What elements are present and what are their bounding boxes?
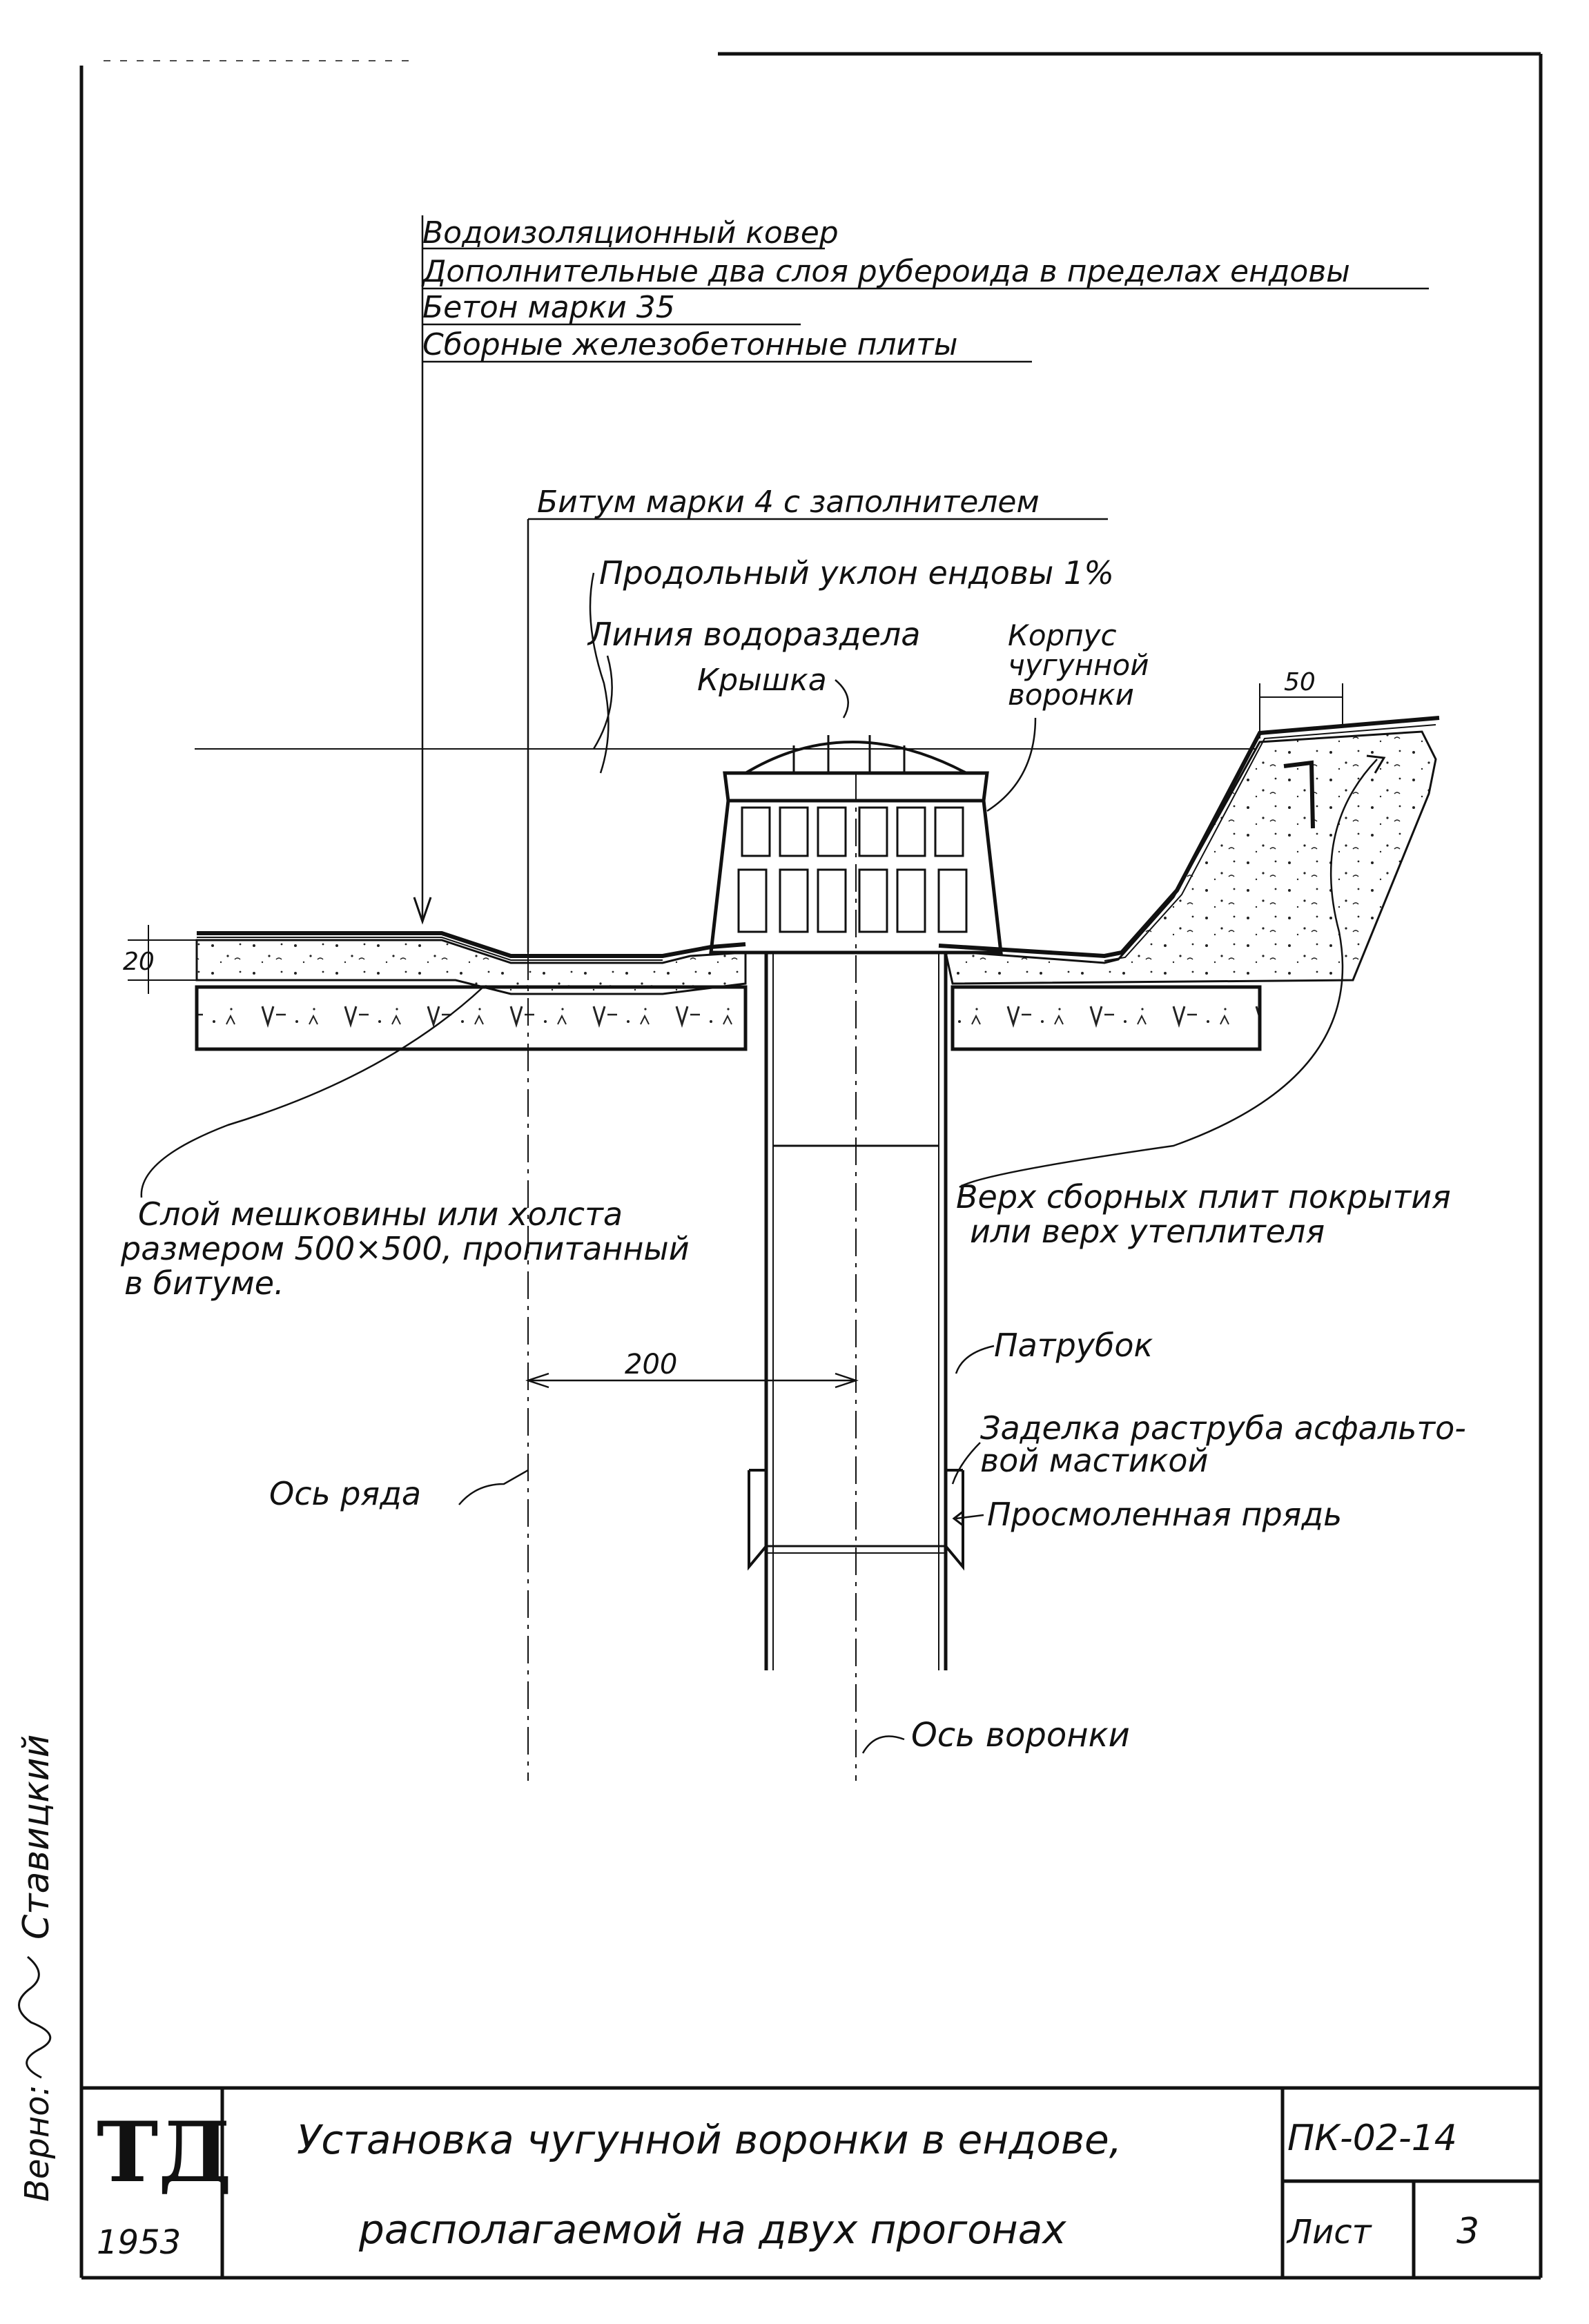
lid-label: Крышка: [697, 663, 827, 698]
dimension-thickness-value: 20: [123, 948, 155, 976]
signature-verified: Верно:: [18, 2084, 57, 2202]
oakum-label: Просмоленная прядь: [987, 1496, 1342, 1533]
funnel-grating: [709, 735, 1003, 955]
title-line-1: Установка чугунной воронки в ендове,: [297, 2116, 1122, 2163]
slope-leader: [589, 572, 610, 774]
layer-label-concrete: Бетон марки 35: [422, 290, 675, 325]
drawing-frame: [79, 52, 1543, 2280]
title-block: [81, 2086, 1541, 2278]
body-label-line2: чугунной: [1008, 648, 1149, 682]
precast-slab-right: [951, 985, 1262, 1051]
insulation-edge: [1283, 760, 1315, 829]
body-label-line1: Корпус: [1008, 618, 1117, 652]
precast-slab-left: [195, 985, 748, 1051]
lid-leader: [835, 679, 849, 719]
funnel-axis-label: Ось воронки: [911, 1716, 1130, 1755]
concrete-layer-right: [944, 730, 1437, 985]
dimension-flange: [1259, 683, 1343, 739]
socket-seal-label-line1: Заделка раструба асфальто-: [980, 1409, 1466, 1447]
pipe-label: Патрубок: [994, 1327, 1153, 1364]
dimension-offset: [525, 1372, 859, 1389]
signature-name: Ставицкий: [16, 1735, 57, 1940]
layer-label-precast-slabs: Сборные железобетонные плиты: [422, 327, 957, 362]
layer-label-waterproofing: Водоизоляционный ковер: [422, 215, 839, 251]
bitumen-label: Битум марки 4 с заполнителем: [537, 485, 1040, 520]
membrane-left: [197, 931, 746, 958]
watershed-label: Линия водораздела: [587, 616, 921, 653]
socket-seal-label-line2: вой мастикой: [980, 1442, 1208, 1479]
body-label-line3: воронки: [1008, 678, 1134, 712]
row-axis-label: Ось ряда: [269, 1475, 421, 1512]
title-block-logo: ТД: [97, 2104, 232, 2201]
dimension-thickness: [128, 925, 197, 994]
dimension-flange-value: 50: [1284, 668, 1316, 696]
layer-callout-lines: [413, 215, 1429, 925]
title-block-sheet-number: 3: [1456, 2211, 1479, 2252]
signature-scribble: [18, 1955, 52, 2079]
title-block-sheet-label: Лист: [1286, 2213, 1373, 2252]
signature: Верно: Ставицкий: [16, 1735, 57, 2202]
slab-top-label-line1: Верх сборных плит покрытия: [956, 1178, 1451, 1215]
slab-top-leader: [959, 759, 1378, 1189]
dimension-offset-value: 200: [625, 1349, 677, 1380]
bitumen-callout: [527, 518, 1108, 953]
burlap-leader: [140, 986, 484, 1198]
slab-top-label-line2: или верх утеплителя: [970, 1213, 1325, 1250]
burlap-label-line1: Слой мешковины или холста: [138, 1195, 623, 1233]
slope-label: Продольный уклон ендовы 1%: [599, 554, 1114, 592]
layer-label-roofing-felt: Дополнительные два слоя рубероида в пред…: [421, 254, 1350, 289]
title-block-year: 1953: [97, 2223, 181, 2262]
burlap-label-line3: в битуме.: [124, 1264, 284, 1302]
body-leader: [986, 717, 1037, 812]
watershed-leader: [592, 655, 613, 750]
concrete-layer-left: [195, 939, 747, 995]
membrane-right: [938, 716, 1440, 959]
burlap-label-line2: размером 500×500, пропитанный: [120, 1230, 690, 1267]
title-line-2: располагаемой на двух прогонах: [358, 2206, 1066, 2253]
title-block-code: ПК-02-14: [1287, 2118, 1457, 2159]
